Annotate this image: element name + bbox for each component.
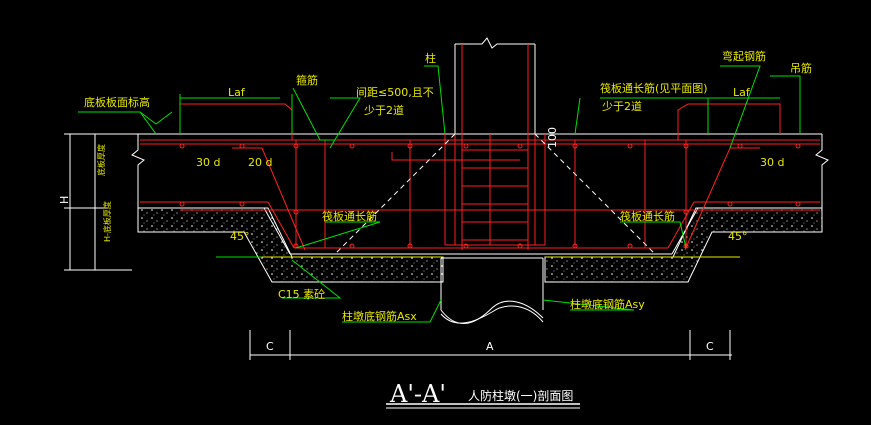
label-laf-right: Laf	[733, 86, 751, 99]
annotation-texts: 柱 箍筋 间距≤500,且不 少于2道 筏板通长筋(见平面图) 少于2道 弯起钢…	[58, 49, 812, 408]
label-100: 100	[546, 127, 559, 148]
label-20d-left: 20 d	[248, 156, 272, 169]
column	[444, 37, 546, 250]
dashed-45-lines	[334, 133, 656, 255]
label-stirrup: 箍筋	[296, 73, 318, 87]
label-laf-left: Laf	[228, 86, 246, 99]
pile-sleeve	[440, 257, 544, 324]
label-c15: C15 素砼	[278, 288, 325, 301]
label-asx: 柱墩底钢筋Asx	[342, 309, 417, 323]
label-h-minus: H-底板厚度	[102, 201, 112, 242]
label-angle-right: 45°	[728, 230, 748, 243]
label-angle-left: 45°	[230, 230, 250, 243]
label-raft-bar-right: 筏板通长筋	[620, 209, 675, 223]
label-dim-c-right: C	[706, 340, 714, 353]
label-h: H	[58, 196, 71, 204]
cushion-layer	[137, 207, 823, 283]
label-spacing-1: 间距≤500,且不	[356, 86, 434, 99]
label-column: 柱	[425, 51, 436, 65]
label-hanger-bar: 吊筋	[790, 61, 812, 75]
label-raft-bar-top-2: 少于2道	[602, 99, 642, 113]
section-mark: A'-A'	[389, 380, 446, 408]
label-dim-c-left: C	[266, 340, 274, 353]
label-dim-a: A	[486, 340, 494, 353]
label-raft-bar-top-1: 筏板通长筋(见平面图)	[600, 81, 708, 95]
label-spacing-2: 少于2道	[364, 103, 404, 117]
label-slab-bottom-elev: 底板板面标高	[84, 95, 150, 109]
label-slab-thickness: 底板厚度	[96, 144, 106, 176]
leader-lines	[78, 65, 801, 323]
label-30d-right: 30 d	[760, 156, 784, 169]
label-raft-bar-left: 筏板通长筋	[322, 209, 377, 223]
dimension-lines	[64, 133, 732, 409]
section-title: 人防柱墩(一)剖面图	[468, 388, 573, 403]
label-30d-left: 30 d	[196, 156, 220, 169]
label-asy: 柱墩底钢筋Asy	[570, 297, 645, 311]
label-bent-bar: 弯起钢筋	[722, 49, 766, 63]
rebar-dots	[179, 143, 801, 249]
